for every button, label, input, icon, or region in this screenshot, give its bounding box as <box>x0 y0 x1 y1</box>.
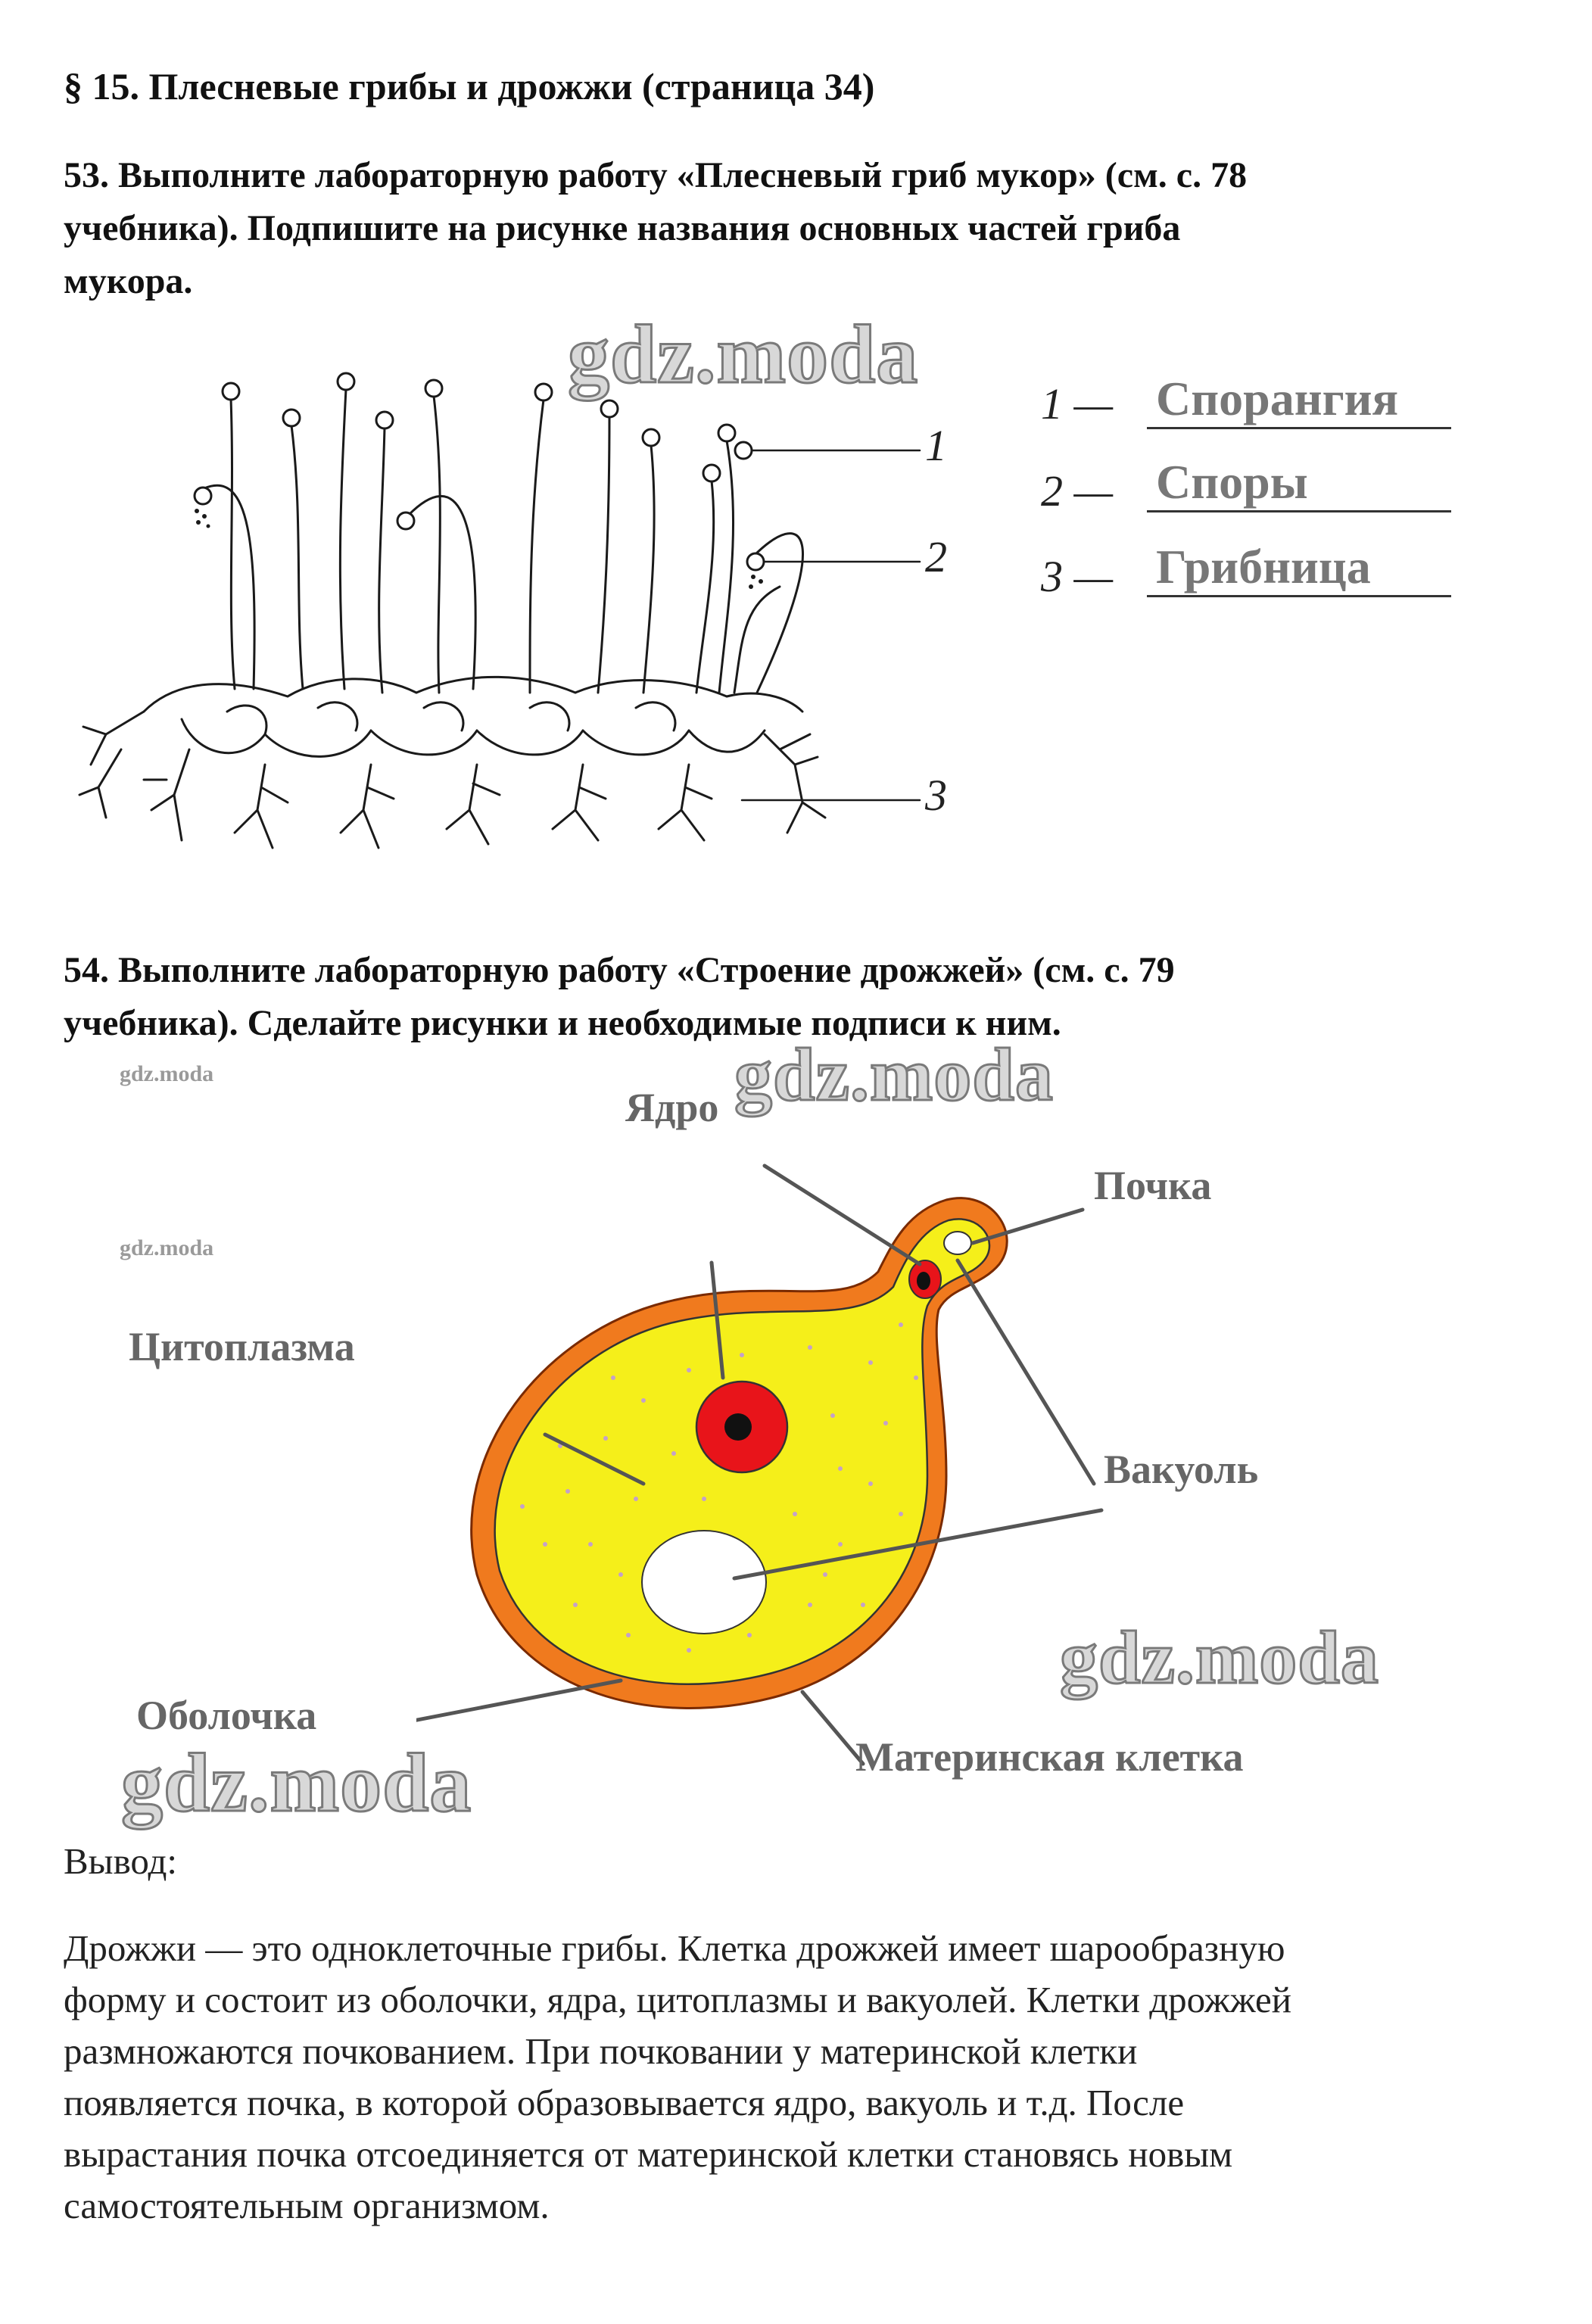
sporangium <box>600 399 619 419</box>
mucor-hypha <box>432 394 441 694</box>
conclusion-line: появляется почка, в которой образовывает… <box>64 2082 1185 2123</box>
mucor-hypha <box>718 439 735 694</box>
sporangium <box>641 428 661 447</box>
watermark: gdz.moda <box>566 307 919 402</box>
sporangium <box>221 382 241 401</box>
task-53-line-3: мукора. <box>64 261 193 301</box>
label-mother-cell: Материнская клетка <box>855 1734 1244 1780</box>
task-54-line-2: учебника). Сделайте рисунки и необходимы… <box>64 1003 1061 1043</box>
task-53-line-2: учебника). Подпишите на рисунке названия… <box>64 208 1181 248</box>
label-vacuole: Вакуоль <box>1104 1447 1259 1492</box>
sporangium <box>746 552 765 572</box>
answer-1-number: 1 — <box>1041 379 1114 428</box>
conclusion-line: форму и состоит из оболочки, ядра, цитоп… <box>64 1979 1291 2020</box>
mucor-hypha <box>378 426 386 694</box>
sporangium <box>336 372 356 391</box>
sporangium <box>193 486 213 506</box>
answer-3-text: Грибница <box>1147 539 1451 597</box>
sporangium <box>734 441 753 460</box>
conclusion-paragraph: Дрожжи — это одноклеточные грибы. Клетка… <box>64 1923 1291 2232</box>
task-54-line-1: 54. Выполните лабораторную работу «Строе… <box>64 950 1175 990</box>
yeast-nucleolus <box>724 1413 752 1441</box>
sporangium <box>534 382 553 402</box>
answer-2-number: 2 — <box>1041 466 1114 516</box>
mucor-hypha <box>203 484 256 690</box>
label-cytoplasm: Цитоплазма <box>129 1324 355 1369</box>
watermark: gdz.moda <box>120 1736 472 1830</box>
page-heading: § 15. Плесневые грибы и дрожжи (страница… <box>64 65 875 107</box>
conclusion-title: Вывод: <box>64 1840 178 1882</box>
mucor-hypha <box>597 415 611 694</box>
mucor-hypha <box>695 479 715 694</box>
task-53-line-1: 53. Выполните лабораторную работу «Плесн… <box>64 155 1248 195</box>
answer-3-number: 3 — <box>1041 552 1114 601</box>
label-membrane: Оболочка <box>136 1693 317 1738</box>
mucor-hypha <box>229 397 236 690</box>
conclusion-line: Дрожжи — это одноклеточные грибы. Клетка… <box>64 1927 1285 1969</box>
sporangium <box>375 410 394 430</box>
mucor-illustration <box>78 372 921 849</box>
mucor-hypha <box>407 494 477 690</box>
sporangium <box>717 423 737 443</box>
bud-nucleolus <box>917 1272 930 1290</box>
mucor-hypha <box>642 444 656 694</box>
mucor-pointer-3: 3 <box>925 771 947 820</box>
bud-vacuole <box>943 1231 972 1255</box>
watermark-small: gdz.moda <box>120 1061 214 1086</box>
yeast-cell-illustration <box>416 1164 1104 1766</box>
mucor-hypha <box>338 388 347 690</box>
sporangium <box>396 511 416 531</box>
mucor-hypha <box>733 585 781 694</box>
mucor-hypha <box>752 532 804 694</box>
watermark: gdz.moda <box>734 1032 1055 1118</box>
sporangium <box>702 463 721 483</box>
watermark-small: gdz.moda <box>120 1235 214 1260</box>
answer-2-text: Споры <box>1147 454 1451 512</box>
yeast-vacuole <box>641 1530 767 1634</box>
answer-1-text: Спорангия <box>1147 371 1451 429</box>
label-bud: Почка <box>1094 1163 1212 1208</box>
watermark: gdz.moda <box>1059 1615 1380 1701</box>
conclusion-line: самостоятельным организмом. <box>64 2185 550 2226</box>
mucor-hypha <box>290 424 304 690</box>
mucor-hypha <box>528 398 545 694</box>
sporangium <box>282 408 301 428</box>
conclusion-line: размножаются почкованием. При почковании… <box>64 2030 1138 2072</box>
label-nucleus: Ядро <box>625 1085 719 1130</box>
sporangium <box>424 379 444 398</box>
mucor-pointer-2: 2 <box>925 532 947 581</box>
conclusion-line: вырастания почка отсоединяется от матери… <box>64 2133 1233 2175</box>
mucor-pointer-1: 1 <box>925 421 947 470</box>
